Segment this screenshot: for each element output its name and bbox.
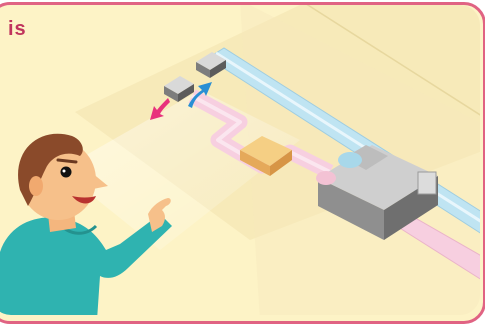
caption-text: is	[8, 18, 27, 41]
